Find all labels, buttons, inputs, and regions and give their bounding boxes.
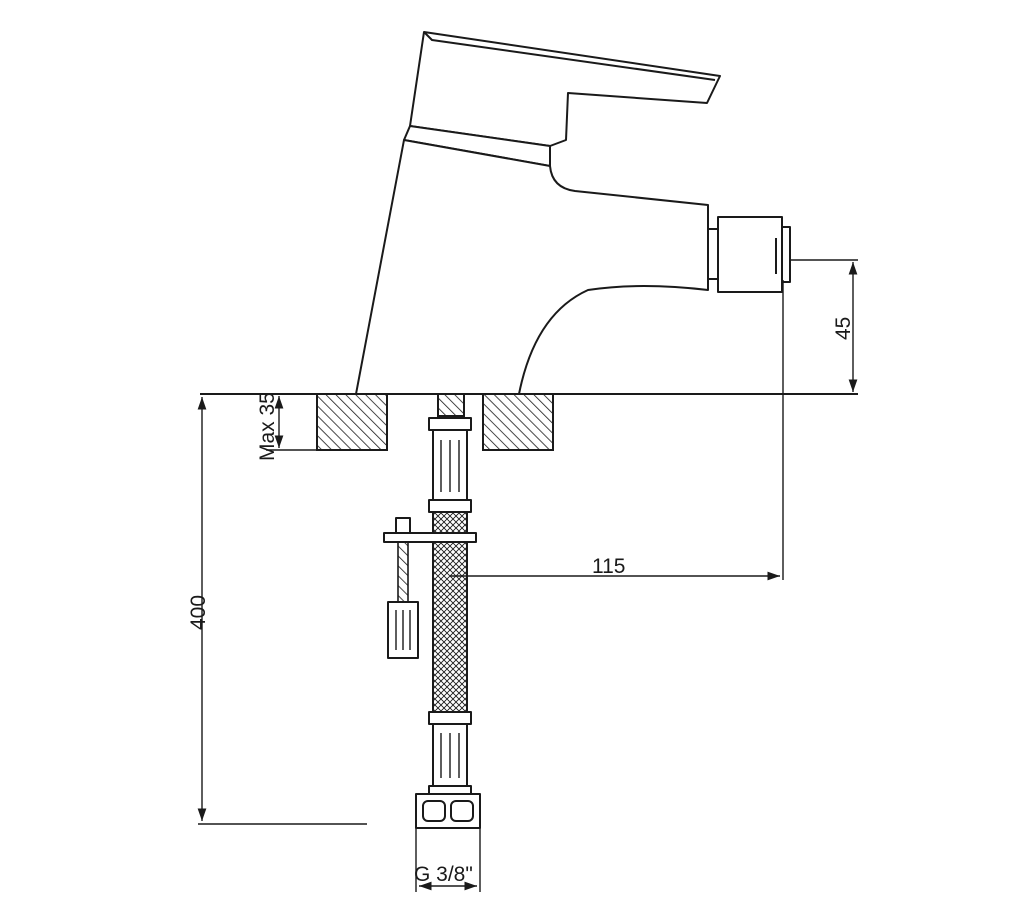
dimension-hose-length: 400	[187, 397, 367, 825]
dimension-reach: 115	[450, 280, 784, 581]
mounting-bracket	[383, 517, 477, 659]
faucet-body	[355, 31, 791, 395]
dimension-max-thickness-label: Max 35	[256, 392, 279, 461]
dimension-thread: G 3/8"	[414, 828, 481, 892]
dimension-hose-length-label: 400	[187, 595, 210, 630]
countertop-section-left	[316, 393, 388, 451]
dimension-max-thickness: Max 35	[256, 392, 317, 461]
flexible-hose	[415, 417, 481, 829]
dimension-spout-height-label: 45	[832, 317, 855, 340]
dimension-thread-label: G 3/8"	[414, 863, 473, 886]
threaded-stud	[437, 393, 465, 417]
countertop-section-right	[482, 393, 554, 451]
dimension-reach-label: 115	[592, 555, 625, 578]
dimension-spout-height: 45	[790, 259, 858, 392]
